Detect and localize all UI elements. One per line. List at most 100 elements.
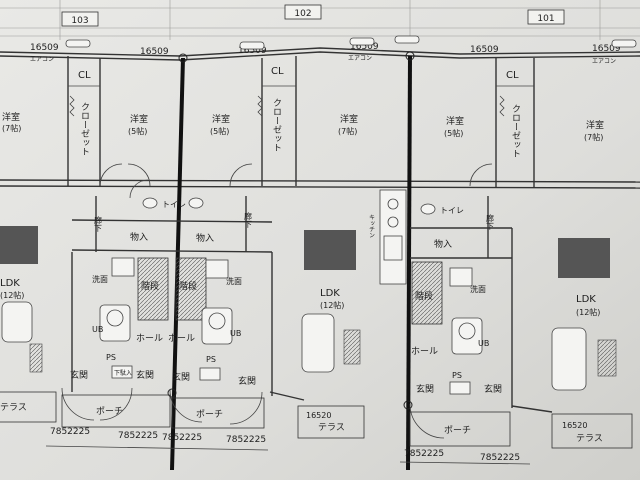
bottom-dimensions: 7852225 7852225 7852225 7852225 7852225 … (50, 427, 520, 463)
ps-label-102: PS (206, 355, 216, 364)
svg-text:トイレ: トイレ (162, 200, 186, 209)
door-swings-upper (99, 163, 493, 199)
cl-label-103: CL (78, 70, 91, 81)
svg-text:エアコン: エアコン (30, 56, 54, 63)
svg-text:LDK: LDK (0, 278, 20, 289)
svg-text:洗面: 洗面 (226, 276, 242, 286)
svg-text:16520: 16520 (562, 421, 587, 430)
hall-label-102: ホール (168, 333, 195, 344)
cl-label-102: CL (271, 66, 284, 77)
svg-text:UB: UB (92, 325, 103, 334)
western-room-102b: 洋室 (7帖) (338, 113, 358, 136)
svg-text:洋室: 洋室 (446, 115, 464, 127)
dim-16509-4: 16509 (350, 42, 379, 52)
svg-text:(12帖): (12帖) (576, 307, 600, 317)
storage-label-101: 物入 (434, 238, 452, 250)
svg-text:洗面: 洗面 (92, 274, 108, 284)
svg-text:(7帖): (7帖) (584, 132, 603, 142)
western-room-103a: 洋室 (7帖) (2, 111, 21, 133)
hall-label-103: ホール (136, 333, 163, 344)
column-marker-1 (178, 53, 188, 63)
svg-text:(5帖): (5帖) (210, 126, 229, 136)
washroom-102: 洗面 (205, 259, 242, 286)
svg-text:洋室: 洋室 (2, 111, 20, 123)
mid-section-walls (71, 196, 512, 259)
kitchen-unit: キッチン (368, 189, 407, 285)
shoe-boxes: 下駄入 (111, 365, 471, 395)
entrance-label-102b: 玄関 (238, 375, 256, 387)
unit-bath-103: UB (92, 304, 131, 342)
svg-text:テラス: テラス (318, 422, 345, 433)
storage-label-102: 物入 (196, 232, 214, 244)
unit-number-103: 103 (61, 11, 99, 27)
svg-text:(12帖): (12帖) (320, 300, 344, 310)
dim-16509-5: 16509 (470, 45, 499, 55)
air-conditioners: エアコン エアコン エアコン (30, 35, 637, 65)
porch-101: ポーチ (409, 411, 511, 447)
terrace-102: 16520 テラス (297, 405, 365, 439)
column-marker-2 (405, 51, 415, 61)
washroom-103: 洗面 (92, 257, 135, 284)
column-marker-3 (167, 388, 177, 398)
svg-text:ポーチ: ポーチ (96, 406, 123, 417)
corridor-label-103: 廊下 (94, 215, 103, 233)
western-room-103b: 洋室 (5帖) (128, 113, 148, 136)
unit-number-101: 101 (527, 9, 565, 25)
svg-text:UB: UB (230, 329, 241, 338)
svg-text:トイレ: トイレ (440, 206, 464, 215)
terrace-103: テラス (0, 391, 57, 423)
svg-text:テラス: テラス (576, 433, 603, 444)
svg-text:洋室: 洋室 (586, 119, 604, 131)
ldk-101: LDK (12帖) (551, 238, 617, 391)
entrance-label-101a: 玄関 (416, 383, 434, 395)
ldk-103: LDK (12帖) (0, 226, 43, 373)
upper-room-walls (67, 56, 535, 188)
entrance-label-103a: 玄関 (70, 369, 88, 381)
dim-16509-6: 16509 (592, 44, 621, 54)
svg-text:LDK: LDK (576, 294, 596, 305)
entrance-label-102a: 玄関 (172, 371, 190, 383)
terrace-101: 16520 テラス (551, 413, 633, 449)
washroom-101: 洗面 (449, 267, 486, 294)
bottom-dim-5: 7852225 (404, 449, 444, 459)
western-room-101a: 洋室 (5帖) (444, 115, 464, 138)
svg-text:ポーチ: ポーチ (444, 425, 471, 436)
svg-text:洋室: 洋室 (130, 113, 148, 125)
svg-text:103: 103 (71, 16, 88, 26)
unit-bath-101: UB (451, 317, 489, 355)
svg-text:UB: UB (478, 339, 489, 348)
svg-text:LDK: LDK (320, 288, 340, 299)
top-dimensions: 16509 16509 16509 16509 16509 16509 (30, 42, 621, 57)
closet-label-103: クローゼット (79, 102, 90, 156)
svg-text:(7帖): (7帖) (2, 123, 21, 133)
svg-text:階段: 階段 (415, 290, 433, 302)
svg-text:階段: 階段 (141, 280, 159, 292)
western-room-101b: 洋室 (7帖) (584, 119, 604, 142)
svg-text:キッチン: キッチン (368, 214, 375, 238)
entrance-label-103b: 玄関 (136, 369, 154, 381)
bottom-dim-1: 7852225 (50, 427, 90, 437)
hall-label-101: ホール (411, 346, 438, 357)
entrance-label-101b: 玄関 (484, 383, 502, 395)
lower-lines (45, 228, 553, 465)
porch-102: ポーチ (171, 397, 265, 429)
stairs-101: 階段 (411, 261, 443, 325)
stairs-102: 階段 (175, 257, 207, 321)
svg-text:洋室: 洋室 (212, 113, 230, 125)
svg-text:洋室: 洋室 (340, 113, 358, 125)
column-marker-4 (403, 400, 413, 410)
svg-text:(12帖): (12帖) (0, 290, 24, 300)
unit-number-102: 102 (284, 4, 322, 20)
closet-label-102: クローゼット (271, 98, 282, 152)
party-wall-right (406, 55, 412, 471)
toilets: トイレ トイレ (142, 197, 464, 215)
bottom-dim-3: 7852225 (162, 433, 202, 443)
bottom-dim-4: 7852225 (226, 435, 266, 445)
dim-16509-2: 16509 (140, 47, 169, 57)
cl-label-101: CL (506, 70, 519, 81)
porch-103: ポーチ (61, 394, 171, 428)
svg-text:階段: 階段 (179, 280, 197, 292)
svg-text:テラス: テラス (0, 402, 27, 413)
dim-16509-1: 16509 (30, 43, 59, 53)
